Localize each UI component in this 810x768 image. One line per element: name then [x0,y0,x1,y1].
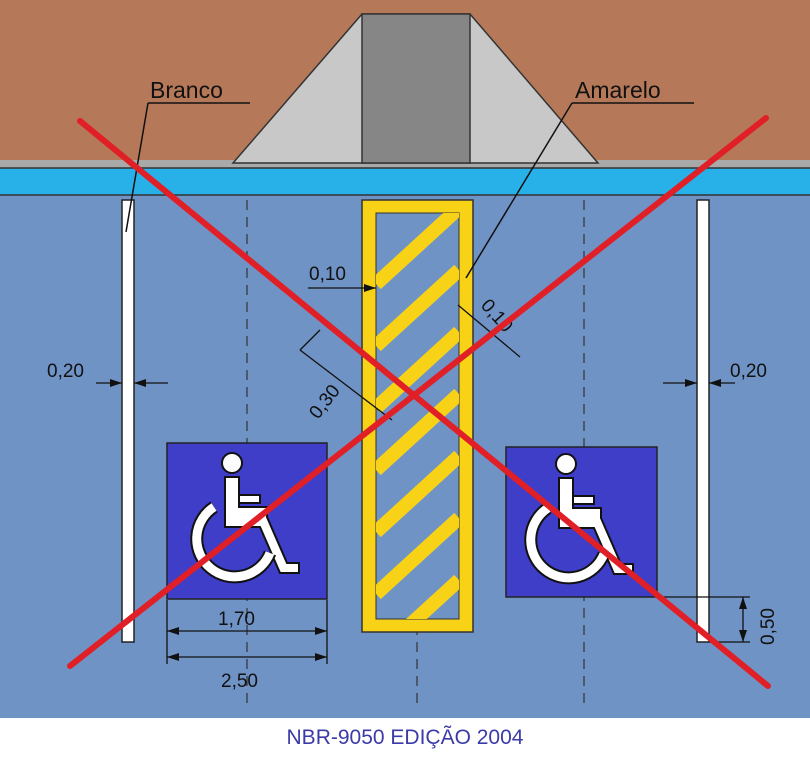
dim-right-line: 0,20 [730,361,767,382]
curb-ramp-center [361,13,471,164]
label-amarelo: Amarelo [575,77,661,103]
accessible-symbol-left [166,442,328,600]
curb-edge-gray [0,160,810,168]
white-line-left [121,199,135,643]
dim-left-line: 0,20 [47,361,84,382]
red-cross-out [67,115,771,689]
caption-norm: NBR-9050 EDIÇÃO 2004 [286,726,524,749]
dim-space-width: 2,50 [221,671,258,692]
dim-symbol-side: 1,70 [218,609,255,630]
dim-symbol-offset: 0,50 [758,608,779,645]
label-branco: Branco [150,77,223,103]
white-line-right [696,199,710,643]
dim-stripe-width: 0,10 [309,264,346,285]
